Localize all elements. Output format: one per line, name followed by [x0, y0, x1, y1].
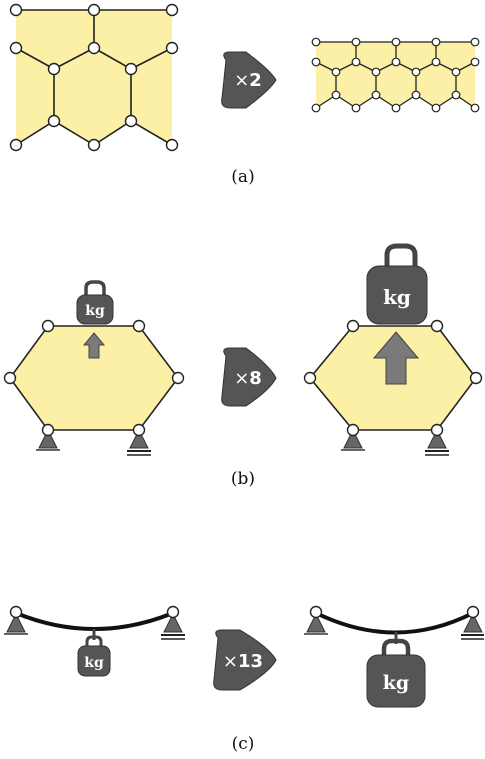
weight-left-label: kg — [85, 303, 105, 319]
hexagon-right-nodes — [303, 319, 483, 437]
support-pin-c-left — [4, 612, 28, 635]
support-roller-c-right — [461, 612, 484, 640]
multiplier-badge-b: ×8 — [221, 347, 277, 407]
lattice-right-nodes — [311, 37, 480, 113]
multiplier-badge-c: ×13 — [213, 629, 277, 691]
load-arrow-large — [372, 331, 420, 385]
lattice-right — [311, 37, 480, 113]
multiplier-label-c: ×13 — [223, 651, 263, 672]
panel-b: kg ×8 — [3, 243, 483, 489]
weight-c-left-label: kg — [84, 655, 104, 671]
panel-c: kg ×13 kg — [4, 605, 484, 754]
panel-a: ×2 — [9, 3, 480, 187]
support-pin-c-right — [304, 612, 328, 635]
weight-right-label: kg — [383, 285, 411, 309]
support-roller-left — [127, 428, 151, 456]
lattice-left-nodes — [9, 3, 179, 152]
multiplier-badge-a: ×2 — [221, 51, 277, 109]
support-pin-right — [341, 428, 365, 451]
caption-a: (a) — [231, 167, 254, 187]
lattice-left-fill — [16, 10, 172, 145]
beam-left-curve — [15, 611, 174, 631]
multiplier-label-a: ×2 — [234, 70, 262, 91]
support-roller-right — [425, 428, 449, 456]
weight-right: kg — [366, 243, 428, 325]
beam-right: kg — [304, 605, 484, 708]
weight-c-right: kg — [366, 638, 426, 708]
weight-left: kg — [76, 280, 114, 325]
caption-c: (c) — [232, 734, 255, 754]
beam-left: kg — [4, 605, 185, 677]
multiplier-label-b: ×8 — [234, 368, 262, 389]
lattice-left — [9, 3, 179, 152]
load-arrow-small — [82, 332, 106, 359]
weight-c-left: kg — [77, 635, 111, 677]
hexagon-left-nodes — [3, 319, 185, 437]
beam-right-curve — [315, 611, 474, 635]
hexagon-left: kg — [3, 280, 185, 456]
weight-c-right-label: kg — [383, 672, 409, 694]
hexagon-right: kg — [303, 243, 483, 456]
support-pin-left — [36, 428, 60, 451]
support-roller-c-left — [161, 612, 185, 640]
caption-b: (b) — [231, 469, 255, 489]
